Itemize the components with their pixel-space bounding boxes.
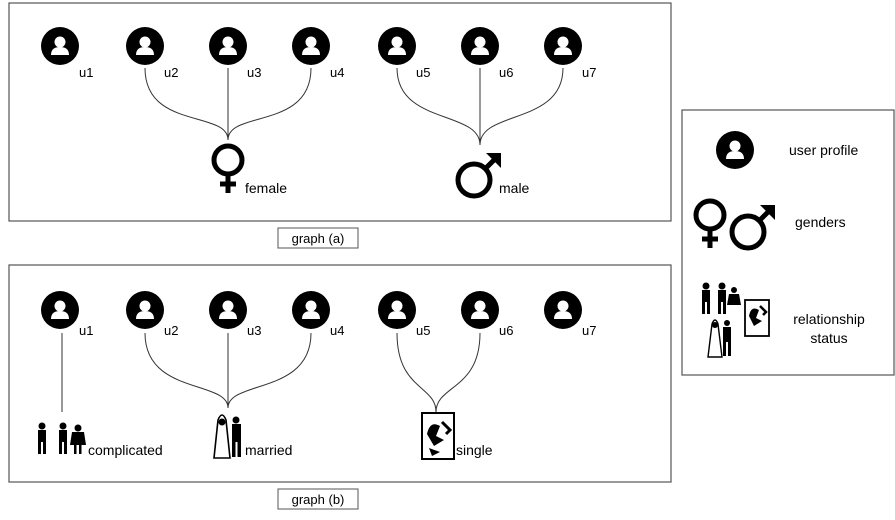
user-label: u6 bbox=[499, 65, 513, 80]
edge-u2-married bbox=[144, 332, 229, 409]
married-couple-icon bbox=[707, 319, 731, 358]
graph-a: u1 u2 u3 u4 u5 u6 u7 female male bbox=[8, 2, 672, 222]
edge-u5-single bbox=[396, 332, 437, 413]
edge-u4-married bbox=[227, 332, 312, 409]
legend: user profile genders relationship status bbox=[681, 109, 895, 376]
user-label: u1 bbox=[79, 323, 93, 338]
caption-box-a bbox=[277, 227, 359, 249]
edge-u6-single bbox=[435, 332, 481, 413]
user-label: u2 bbox=[164, 323, 178, 338]
user-node bbox=[126, 291, 164, 329]
user-label: u5 bbox=[416, 323, 430, 338]
caption-box-b bbox=[277, 488, 359, 510]
user-label: u5 bbox=[416, 65, 430, 80]
attribute-label-complicated: complicated bbox=[88, 442, 163, 458]
caption-a: graph (a) bbox=[292, 231, 345, 246]
user-node bbox=[461, 291, 499, 329]
legend-relationship-status-line2: status bbox=[810, 330, 847, 346]
user-label: u1 bbox=[79, 65, 93, 80]
graph-a-edges bbox=[144, 67, 564, 146]
attribute-label-married: married bbox=[245, 442, 292, 458]
legend-genders: genders bbox=[795, 214, 846, 230]
married-couple-icon bbox=[213, 414, 241, 459]
user-node bbox=[378, 27, 416, 65]
user-profile-icon bbox=[716, 131, 754, 169]
user-node bbox=[209, 27, 247, 65]
user-label: u7 bbox=[582, 323, 596, 338]
user-node bbox=[544, 27, 582, 65]
user-node bbox=[126, 27, 164, 65]
user-node bbox=[292, 27, 330, 65]
complicated-couple-icon bbox=[702, 282, 741, 314]
broken-heart-single-icon bbox=[744, 299, 770, 337]
user-label: u4 bbox=[330, 65, 344, 80]
edge-u4-female bbox=[227, 67, 312, 141]
attribute-label-male: male bbox=[499, 180, 530, 196]
user-node bbox=[544, 291, 582, 329]
attribute-label-single: single bbox=[456, 442, 493, 458]
attribute-label-female: female bbox=[245, 180, 287, 196]
user-label: u4 bbox=[330, 323, 344, 338]
edge-u2-female bbox=[144, 67, 229, 141]
broken-heart-single-icon bbox=[421, 412, 455, 460]
user-node bbox=[209, 291, 247, 329]
user-node bbox=[461, 27, 499, 65]
graph-b-edges bbox=[61, 332, 481, 413]
user-node bbox=[41, 291, 79, 329]
user-label: u2 bbox=[164, 65, 178, 80]
user-label: u7 bbox=[582, 65, 596, 80]
edge-u7-male bbox=[479, 67, 564, 146]
legend-user-profile: user profile bbox=[789, 142, 858, 158]
graph-b: u1 u2 u3 u4 u5 u6 u7 complicated married bbox=[8, 264, 672, 483]
caption-b: graph (b) bbox=[292, 492, 345, 507]
edge-u5-male bbox=[396, 67, 481, 146]
complicated-couple-icon bbox=[38, 422, 86, 454]
user-label: u3 bbox=[247, 65, 261, 80]
user-label: u3 bbox=[247, 323, 261, 338]
user-node bbox=[41, 27, 79, 65]
user-node bbox=[378, 291, 416, 329]
legend-relationship-status-line1: relationship bbox=[793, 311, 865, 327]
user-node bbox=[292, 291, 330, 329]
user-label: u6 bbox=[499, 323, 513, 338]
